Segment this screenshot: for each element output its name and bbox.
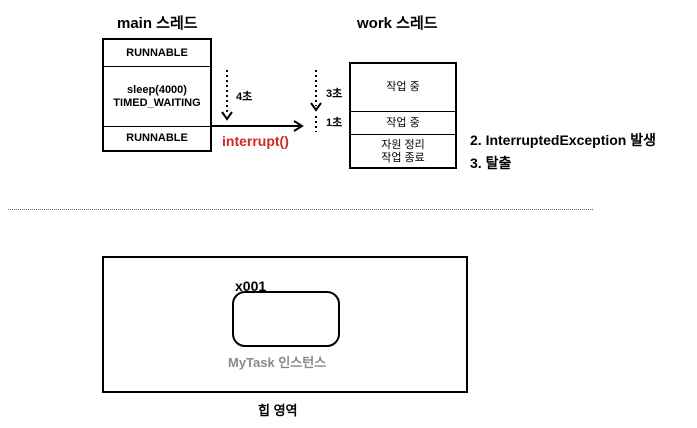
divider	[104, 66, 210, 67]
interrupt-label: interrupt()	[222, 133, 289, 149]
work-state-working-1: 작업 중	[386, 81, 420, 93]
divider	[351, 134, 455, 135]
work-first-label: 3초	[326, 88, 343, 100]
work-state-resource-cleanup: 자원 정리	[381, 139, 425, 151]
interrupt-arrow-head	[293, 120, 304, 132]
main-thread-box: RUNNABLE sleep(4000) TIMED_WAITING RUNNA…	[102, 38, 212, 152]
main-wait-arrow-head	[221, 111, 233, 121]
work-thread-title: work 스레드	[357, 15, 438, 32]
heap-area-label: 힙 영역	[258, 403, 298, 418]
divider	[104, 126, 210, 127]
work-second-label: 1초	[326, 117, 343, 129]
main-state-sleep-call: sleep(4000)	[127, 84, 187, 96]
main-thread-title: main 스레드	[117, 15, 198, 32]
work-thread-box: 작업 중 작업 중 자원 정리 작업 종료	[349, 62, 457, 169]
section-divider	[8, 209, 593, 210]
work-first-arrow-head	[310, 102, 322, 112]
note-exit: 3. 탈출	[470, 155, 512, 171]
work-state-finished: 작업 종료	[381, 152, 425, 164]
divider	[351, 111, 455, 112]
work-state-cleanup: 자원 정리 작업 종료	[351, 136, 455, 168]
work-state-working-2: 작업 중	[386, 116, 420, 129]
note-exception: 2. InterruptedException 발생	[470, 132, 657, 148]
main-state-sleep: sleep(4000) TIMED_WAITING	[104, 68, 210, 126]
mytask-instance-label: MyTask 인스턴스	[228, 355, 327, 370]
heap-area-box	[102, 256, 468, 393]
main-state-timed-waiting: TIMED_WAITING	[113, 97, 201, 109]
mytask-instance-box	[232, 291, 340, 347]
main-state-runnable-2: RUNNABLE	[126, 132, 188, 144]
main-state-runnable-1: RUNNABLE	[126, 46, 188, 59]
main-wait-label: 4초	[236, 91, 253, 103]
object-reference: x001	[235, 278, 267, 294]
